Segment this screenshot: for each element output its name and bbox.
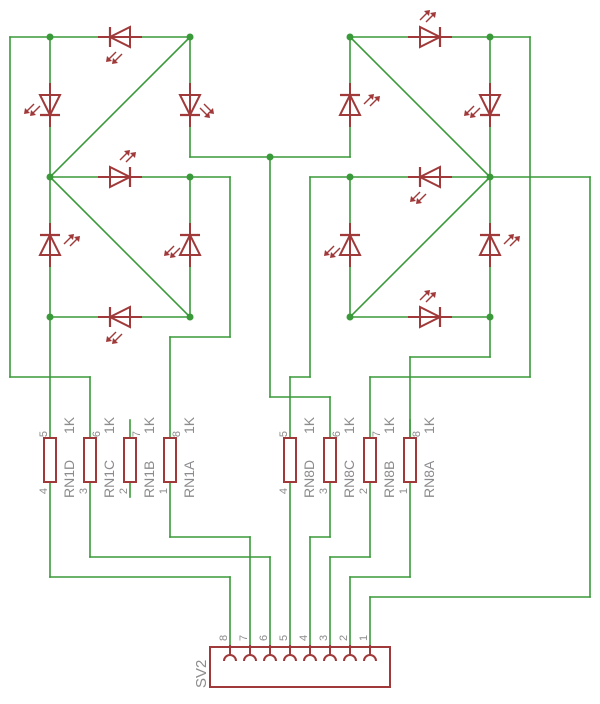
connector-pin-contact <box>363 654 377 662</box>
resistor-name: RN1B <box>141 461 157 498</box>
connector-name: SV2 <box>193 660 210 688</box>
resistor-value: 1K <box>141 416 157 434</box>
resistor-name: RN8B <box>381 461 397 498</box>
led-icon <box>23 81 64 129</box>
pin-label: 7 <box>371 431 383 437</box>
resistor-rn8d: 5 4 RN8D 1K <box>278 416 317 498</box>
pin-label: 5 <box>38 431 50 437</box>
resistor-value: 1K <box>181 416 197 434</box>
connector-pin-label: 8 <box>218 635 230 641</box>
connector-sv2: SV2 8 7 6 5 4 3 2 1 <box>193 635 391 688</box>
resistor-rn1b: 2 7 RN1B 1K <box>118 416 157 498</box>
connector-pin-label: 3 <box>318 635 330 641</box>
pin-label: 2 <box>118 488 130 494</box>
resistor-icon <box>283 437 297 483</box>
led-icon <box>323 221 364 269</box>
resistor-value: 1K <box>61 416 77 434</box>
resistor-rn1a: 1 8 RN1A 1K <box>158 416 197 498</box>
resistor-rn8a: 1 8 RN8A 1K <box>398 416 437 498</box>
junctions <box>46 33 494 321</box>
led-icon <box>163 221 204 269</box>
resistor-icon <box>403 437 417 483</box>
pin-label: 8 <box>411 431 423 437</box>
led-icon <box>406 163 454 205</box>
resistor-value: 1K <box>341 416 357 434</box>
resistor-value: 1K <box>101 416 117 434</box>
connector-icon <box>209 646 391 688</box>
resistor-icon <box>43 437 57 483</box>
pin-label: 6 <box>91 431 103 437</box>
connector-pin-label: 6 <box>258 635 270 641</box>
pin-label: 7 <box>131 431 143 437</box>
resistor-icon <box>163 437 177 483</box>
resistor-icon <box>123 437 137 483</box>
connector-pin-contact <box>263 654 277 662</box>
resistor-value: 1K <box>381 416 397 434</box>
connector-pin-label: 7 <box>238 635 250 641</box>
resistor-name: RN8D <box>301 460 317 498</box>
wires <box>9 35 591 646</box>
connector-pin-contact <box>223 654 237 662</box>
resistor-name: RN1A <box>181 460 197 498</box>
connector-pins: 8 7 6 5 4 3 2 1 <box>218 635 377 662</box>
resistor-value: 1K <box>301 416 317 434</box>
leds <box>23 9 521 345</box>
resistor-rn8c: 3 6 RN8C 1K <box>318 416 357 498</box>
pin-label: 1 <box>398 488 410 494</box>
pin-label: 1 <box>158 488 170 494</box>
pin-label: 2 <box>358 488 370 494</box>
connector-pin-contact <box>303 654 317 662</box>
connector-pin-contact <box>343 654 357 662</box>
resistor-name: RN1C <box>101 460 117 498</box>
resistor-rn8b: 2 7 RN8B 1K <box>358 416 397 498</box>
led-icon <box>36 221 81 269</box>
connector-pin-label: 2 <box>338 635 350 641</box>
led-icon <box>96 303 144 345</box>
connector-pin-label: 1 <box>358 635 370 641</box>
resistor-name: RN8C <box>341 460 357 498</box>
led-icon <box>476 221 521 269</box>
resistor-networks: 5 4 RN1D 1K 3 6 RN1C 1K 2 7 RN1B 1K 1 8 … <box>38 416 437 498</box>
resistor-icon <box>363 437 377 483</box>
resistor-value: 1K <box>421 416 437 434</box>
connector-pin-contact <box>243 654 257 662</box>
resistor-icon <box>323 437 337 483</box>
pin-label: 5 <box>278 431 290 437</box>
connector-pin-contact <box>283 654 297 662</box>
led-icon <box>406 289 454 331</box>
led-icon <box>336 81 381 129</box>
resistor-name: RN8A <box>421 460 437 498</box>
resistor-name: RN1D <box>61 460 77 498</box>
resistor-rn1c: 3 6 RN1C 1K <box>78 416 117 498</box>
pin-label: 4 <box>38 488 50 494</box>
pin-label: 8 <box>171 431 183 437</box>
resistor-icon <box>83 437 97 483</box>
pin-label: 4 <box>278 488 290 494</box>
led-icon <box>96 23 144 65</box>
led-icon <box>176 81 215 129</box>
led-icon <box>96 149 144 191</box>
pin-label: 6 <box>331 431 343 437</box>
connector-pin-label: 5 <box>278 635 290 641</box>
connector-pin-contact <box>323 654 337 662</box>
pin-label: 3 <box>78 488 90 494</box>
led-icon <box>463 81 504 129</box>
led-icon <box>406 9 454 51</box>
connector-pin-label: 4 <box>298 635 310 641</box>
pin-label: 3 <box>318 488 330 494</box>
resistor-rn1d: 5 4 RN1D 1K <box>38 416 77 498</box>
